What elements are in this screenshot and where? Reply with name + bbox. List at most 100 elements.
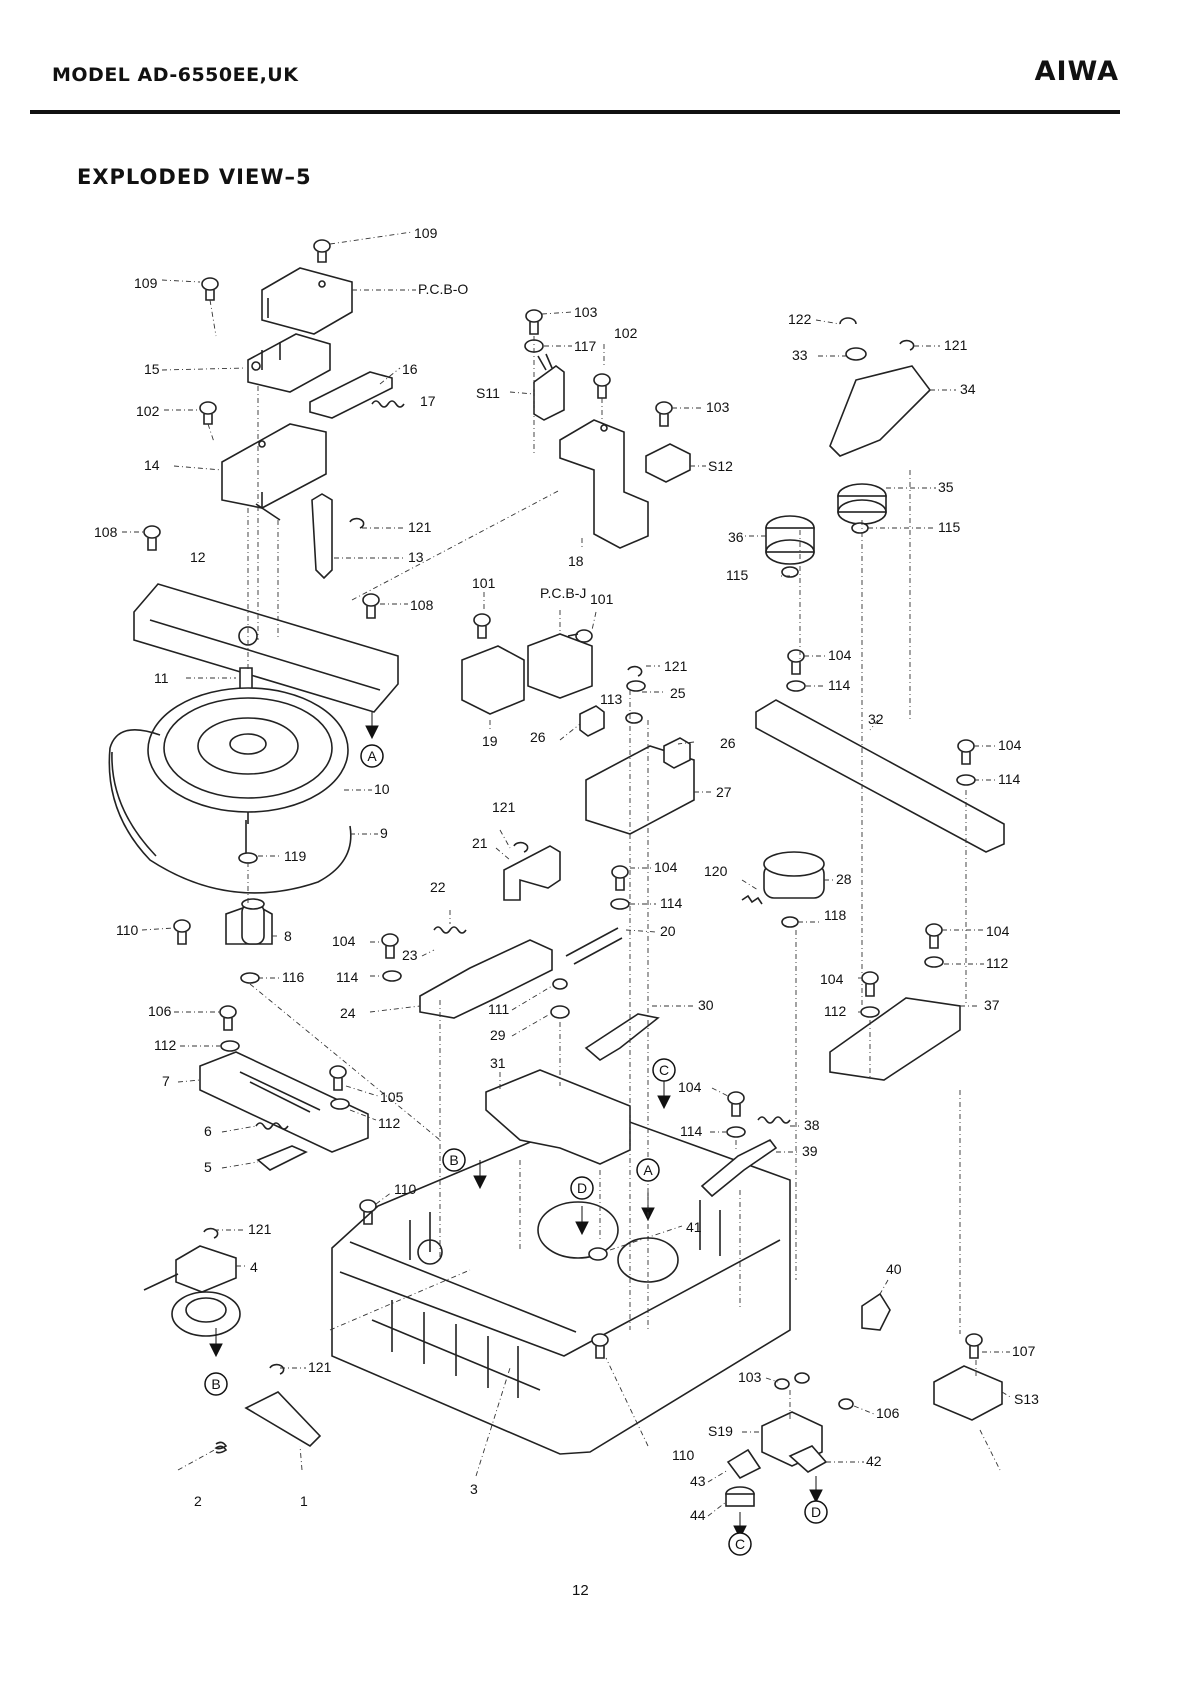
callout-14: 14 — [144, 457, 160, 473]
part-20-shaft — [565, 927, 623, 965]
callout-29: 29 — [490, 1027, 506, 1043]
callout-13: 13 — [408, 549, 424, 565]
part-30-arm — [584, 1013, 660, 1061]
callout-10: 10 — [374, 781, 390, 797]
svg-text:D: D — [811, 1504, 821, 1520]
part-27-frame — [585, 745, 695, 835]
svg-text:C: C — [735, 1536, 745, 1552]
clip-121-top-left — [349, 517, 365, 529]
callout-23: 23 — [402, 947, 418, 963]
callout-115-left: 115 — [726, 567, 749, 583]
callout-34: 34 — [960, 381, 976, 397]
callout-3: 3 — [470, 1481, 478, 1497]
callout-12: 12 — [190, 549, 206, 565]
callout-s13: S13 — [1014, 1391, 1039, 1407]
screw-103-top — [525, 309, 543, 335]
callout-116: 116 — [282, 969, 305, 985]
callout-104-mid: 104 — [654, 859, 678, 875]
washer-114-left — [382, 970, 402, 982]
arrow-down-c-mid — [657, 1080, 671, 1110]
callout-19: 19 — [482, 733, 498, 749]
model-label: MODEL AD-6550EE,UK — [52, 64, 299, 86]
part-38-spring — [757, 1116, 791, 1124]
arrow-down-d-mid — [575, 1206, 589, 1236]
part-s12-switch — [645, 443, 691, 483]
callout-103-top: 103 — [574, 304, 598, 320]
arrow-down-d-lower — [809, 1476, 823, 1504]
marker-b-left: B — [204, 1372, 228, 1396]
callout-106-left: 106 — [148, 1003, 172, 1019]
callout-112-right-mid: 112 — [824, 1003, 847, 1019]
washer-115-right — [851, 522, 869, 534]
callout-1: 1 — [300, 1493, 308, 1509]
callout-109-left: 109 — [134, 275, 158, 291]
part-28-motor — [763, 851, 825, 899]
washer-115-left — [781, 566, 799, 578]
part-pcb-o — [261, 267, 353, 335]
washer-25 — [626, 680, 646, 692]
clip-122 — [839, 317, 857, 325]
arrow-down-c-lower — [733, 1512, 747, 1540]
marker-a-mid: A — [636, 1158, 660, 1182]
screw-108-right — [362, 593, 380, 619]
callout-s12: S12 — [708, 458, 733, 474]
callout-11: 11 — [154, 670, 169, 686]
arrow-down-b-left — [209, 1328, 223, 1358]
callout-39: 39 — [802, 1143, 818, 1159]
washer-29 — [550, 1005, 570, 1019]
brand-logo-text: AIWA — [1034, 56, 1119, 87]
washer-114-far-right — [956, 774, 976, 786]
callout-106-lower: 106 — [876, 1405, 900, 1421]
screw-103-lower-right — [794, 1372, 810, 1384]
svg-text:B: B — [449, 1152, 458, 1168]
callout-109-top: 109 — [414, 225, 438, 241]
callout-104-upper-right: 104 — [828, 647, 852, 663]
part-12-rail — [133, 583, 399, 713]
washer-114-upper-right — [786, 680, 806, 692]
marker-c-lower: C — [728, 1532, 752, 1556]
arrow-down-b-mid — [473, 1160, 487, 1190]
callout-111: 111 — [488, 1001, 509, 1017]
callout-6: 6 — [204, 1123, 212, 1139]
svg-text:C: C — [659, 1062, 669, 1078]
callout-27: 27 — [716, 784, 732, 800]
callout-107: 107 — [1012, 1343, 1036, 1359]
callout-101-left: 101 — [472, 575, 496, 591]
assembly-guide-lines — [207, 299, 1001, 1471]
washer-119 — [238, 852, 258, 864]
screw-108-left — [143, 525, 161, 551]
callout-104-far-right: 104 — [998, 737, 1022, 753]
part-32-slider — [755, 699, 1005, 853]
callout-36: 36 — [728, 529, 744, 545]
callout-102-mid: 102 — [614, 325, 638, 341]
marker-a-upper: A — [360, 744, 384, 768]
callout-104-lower: 104 — [678, 1079, 702, 1095]
part-120-spring — [741, 894, 763, 905]
clip-121-right — [899, 339, 915, 351]
screw-110-left — [173, 919, 191, 945]
callout-5: 5 — [204, 1159, 212, 1175]
callout-35: 35 — [938, 479, 954, 495]
part-6-spring — [255, 1122, 289, 1130]
callout-40: 40 — [886, 1261, 902, 1277]
callout-114-left: 114 — [336, 969, 359, 985]
screw-41 — [588, 1247, 608, 1261]
svg-text:D: D — [577, 1180, 587, 1196]
callout-21: 21 — [472, 835, 488, 851]
page-number: 12 — [572, 1582, 589, 1599]
callout-32: 32 — [868, 711, 884, 727]
part-16-plate — [309, 371, 393, 419]
screw-104-mid — [611, 865, 629, 891]
washer-112-left — [220, 1040, 240, 1052]
callout-8: 8 — [284, 928, 292, 944]
callout-121-a: 121 — [408, 519, 432, 535]
callout-112-right: 112 — [986, 955, 1009, 971]
washer-112-right-mid — [860, 1006, 880, 1018]
callout-104-right-mid: 104 — [820, 971, 844, 987]
part-26-block-right — [663, 737, 691, 769]
screw-111 — [552, 978, 568, 990]
part-7-plate — [199, 1051, 369, 1153]
screw-110-mid — [359, 1199, 377, 1225]
callout-114-upper-right: 114 — [828, 677, 851, 693]
